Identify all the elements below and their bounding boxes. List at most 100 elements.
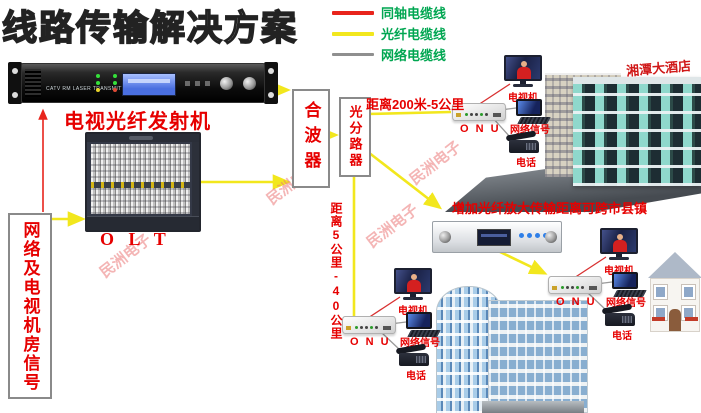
- fiber-connector: [439, 231, 451, 243]
- subscriber-cluster-2: O N U 电视机 网络信号 电话: [548, 228, 658, 342]
- fiber-line-swatch: [332, 31, 374, 36]
- tv-screen: [394, 268, 432, 294]
- transmitter-front-panel: CATV RM LASER TRANSMITTER: [21, 63, 265, 103]
- onu-label: O N U: [556, 296, 597, 308]
- tv-screen: [600, 228, 638, 254]
- olt-side-frame: [192, 142, 199, 217]
- legend: 同轴电缆线 光纤电缆线 网络电缆线: [332, 2, 446, 65]
- ethernet-port: [589, 286, 597, 290]
- tv-icon: [394, 268, 432, 302]
- onu-label: O N U: [460, 123, 501, 135]
- phone-body: [399, 353, 429, 366]
- computer-icon: [608, 272, 647, 298]
- olt-top-bar: [87, 134, 199, 142]
- phone-body: [605, 313, 635, 326]
- legend-label: 光纤电缆线: [381, 27, 447, 42]
- ethernet-port: [383, 326, 391, 330]
- amplifier-note: 增加光纤放大传输距离可跨市县镇: [452, 201, 648, 216]
- phone-body: [509, 140, 539, 153]
- coax-drop-onu1-to-tv: [477, 83, 511, 106]
- lcd-display: [122, 73, 176, 96]
- fiber-connector: [243, 77, 256, 90]
- net-drop-onu3-to-phone: [381, 332, 401, 351]
- monitor: [516, 99, 542, 116]
- olt-mid-band: [91, 182, 190, 188]
- tv-label: 电视机: [508, 89, 538, 104]
- splitter-box: 光分路器: [339, 97, 371, 177]
- splitter-label: 光分路器: [347, 105, 363, 169]
- transmitter-panel-text: CATV RM LASER TRANSMITTER: [46, 86, 133, 92]
- phone-icon: [601, 303, 636, 327]
- legend-label: 网络电缆线: [381, 48, 447, 63]
- office-body: [488, 300, 588, 413]
- tv-label: 电视机: [398, 302, 428, 317]
- ethernet-port: [493, 113, 501, 117]
- onu-label: O N U: [350, 336, 391, 348]
- legend-row-coaxial: 同轴电缆线: [332, 2, 446, 23]
- olt-label: O L T: [100, 229, 171, 249]
- combiner-label: 合波器: [301, 101, 321, 176]
- vent-grille: [25, 69, 41, 97]
- hotel-glass-facade: [573, 77, 701, 186]
- panel-buttons: [519, 233, 524, 238]
- status-leds: [355, 326, 358, 329]
- fiber-jack: [552, 286, 557, 290]
- rack-ear: [8, 62, 22, 104]
- status-leds: [561, 286, 564, 289]
- olt-base: [87, 216, 199, 230]
- fiber-line-amplifier-to-onu2: [495, 248, 548, 275]
- fiber-line-splitter-to-onu1: [366, 110, 452, 116]
- computer-icon: [512, 99, 551, 125]
- coaxial-line-swatch: [332, 10, 374, 15]
- monitor: [612, 272, 638, 289]
- tv-icon: [600, 228, 638, 262]
- tv-label: 电视机: [604, 262, 634, 277]
- distance-short-note: 距离200米-5公里: [366, 97, 465, 112]
- legend-label: 同轴电缆线: [381, 6, 447, 21]
- fiber-connector: [220, 77, 233, 90]
- subscriber-cluster-1: O N U 电视机 网络信号 电话: [452, 55, 562, 169]
- tv-icon: [504, 55, 542, 89]
- fiber-connector: [545, 231, 557, 243]
- combiner-box: 合波器: [292, 89, 330, 188]
- olt-chassis: [85, 132, 201, 232]
- fiber-transmitter-device: CATV RM LASER TRANSMITTER: [8, 62, 278, 104]
- phone-label: 电话: [612, 331, 632, 342]
- coax-drop-onu3-to-tv: [367, 296, 401, 319]
- onu-device: [452, 103, 506, 121]
- house-flowerbox: [652, 317, 665, 321]
- house-roof: [648, 252, 701, 278]
- phone-label: 电话: [406, 371, 426, 382]
- house-body: [650, 278, 700, 332]
- panel-buttons: [185, 81, 190, 86]
- fiber-jack: [346, 326, 351, 330]
- distance-long-note: 距离5公里-40公里: [329, 202, 343, 340]
- phone-icon: [395, 343, 430, 367]
- house-door: [669, 309, 681, 331]
- phone-icon: [505, 130, 540, 154]
- house-flowerbox: [685, 317, 698, 321]
- olt-line-cards: [91, 144, 190, 214]
- legend-row-fiber: 光纤电缆线: [332, 23, 446, 44]
- transmitter-label: 电视光纤发射机: [64, 111, 211, 133]
- hotel-building: 湘潭大酒店: [445, 57, 701, 212]
- status-leds: [96, 74, 100, 78]
- phone-label: 电话: [516, 158, 536, 169]
- office-building: [436, 278, 588, 413]
- onu-device: [342, 316, 396, 334]
- coax-drop-onu2-to-tv: [573, 256, 607, 279]
- onu-device: [548, 276, 602, 294]
- legend-row-network: 网络电缆线: [332, 44, 446, 65]
- rack-ear: [264, 62, 278, 104]
- lcd-display: [477, 229, 511, 246]
- house-window: [681, 284, 696, 300]
- source-signal-label: 网络及电视机房信号: [20, 220, 40, 392]
- net-drop-onu2-to-phone: [587, 292, 607, 311]
- source-signal-box: 网络及电视机房信号: [8, 213, 52, 399]
- page-title: 线路传输解决方案: [1, 8, 299, 49]
- house-icon: [648, 252, 701, 332]
- fiber-jack: [456, 113, 461, 117]
- fiber-line-splitter-to-amplifier: [367, 150, 443, 210]
